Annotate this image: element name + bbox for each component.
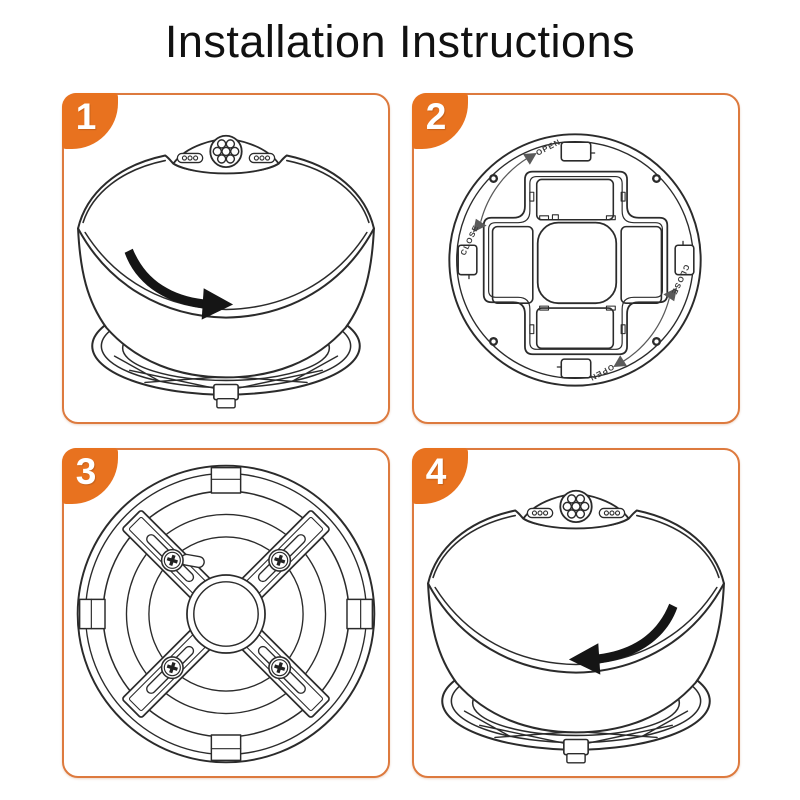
back-cover-icon xyxy=(448,133,702,387)
step-panel-2: 2 xyxy=(412,93,740,424)
step-number-badge: 1 xyxy=(62,93,118,149)
device-rotate-clockwise-illustration xyxy=(77,134,375,409)
step-panel-4: 4 xyxy=(412,448,740,778)
device-body-icon xyxy=(77,134,375,379)
battery-contact-icon xyxy=(529,191,626,335)
phillips-screw-icon xyxy=(268,656,292,680)
steps-grid: 1 xyxy=(62,93,740,778)
sensor-dome-icon xyxy=(559,489,593,524)
rotate-counterclockwise-arrow-icon xyxy=(568,603,678,675)
battery-compartment-illustration: OPEN CLOSE OPEN CLOSE xyxy=(448,133,702,387)
sensor-dome-icon xyxy=(209,134,243,169)
battery-cross-compartment-icon xyxy=(482,170,669,356)
page-title: Installation Instructions xyxy=(164,16,636,67)
battery-slot-icon xyxy=(491,178,663,350)
step-panel-1: 1 xyxy=(62,93,390,424)
phillips-screw-icon xyxy=(160,656,184,680)
mounting-bracket-illustration xyxy=(76,464,376,764)
phillips-screw-icon xyxy=(268,548,292,572)
phillips-screw-icon xyxy=(160,548,184,572)
center-hole-icon xyxy=(186,574,266,654)
rim-clip-icon xyxy=(78,466,374,762)
screw-hole-icon xyxy=(489,173,662,346)
vent-slots-icon xyxy=(176,152,276,164)
vent-slots-icon xyxy=(526,507,626,519)
rotate-clockwise-arrow-icon xyxy=(124,248,234,320)
device-rotate-counterclockwise-illustration xyxy=(427,489,725,764)
device-body-icon xyxy=(427,489,725,734)
step-panel-3: 3 xyxy=(62,448,390,778)
